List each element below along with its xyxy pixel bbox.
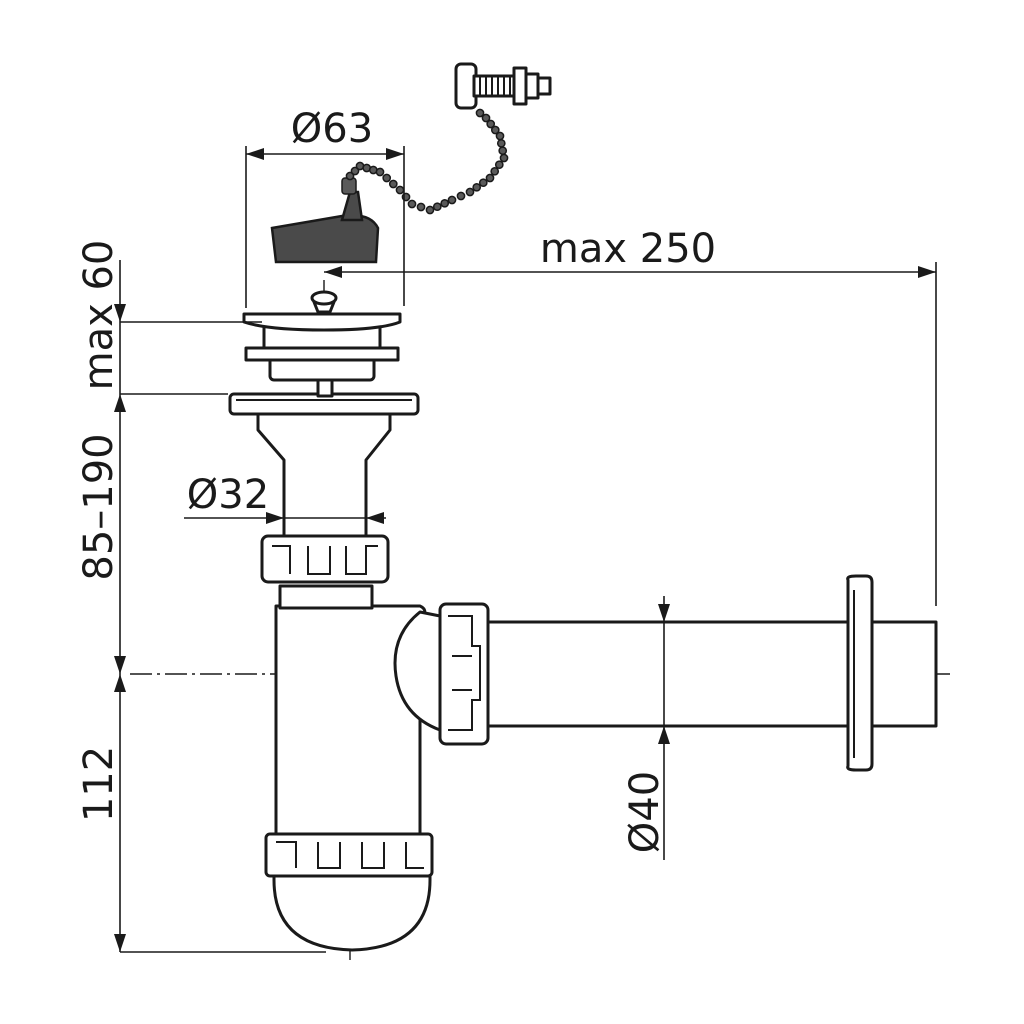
chain-bead bbox=[432, 202, 442, 212]
chain-bead bbox=[496, 138, 506, 148]
bottle-depth-label: 112 bbox=[76, 746, 122, 822]
inlet-tube bbox=[256, 412, 392, 584]
dimension-left-chain: max 60 85–190 112 bbox=[76, 240, 326, 953]
chain-bead bbox=[395, 185, 405, 195]
chain-bead bbox=[485, 173, 495, 183]
chain-bead bbox=[486, 119, 496, 129]
chain-bead bbox=[475, 108, 485, 118]
chain-bead bbox=[447, 195, 457, 205]
chain-bead bbox=[495, 131, 505, 141]
chain-bead bbox=[465, 187, 475, 197]
dimension-outlet-distance: max 250 bbox=[324, 226, 937, 606]
chain-bead bbox=[345, 171, 355, 181]
outlet-pipe bbox=[484, 574, 938, 772]
dimension-outlet-diameter: Ø40 bbox=[622, 596, 670, 860]
trap-bottle bbox=[264, 584, 442, 952]
sink-thickness-label: max 60 bbox=[76, 240, 122, 391]
chain-bead bbox=[490, 166, 500, 176]
outlet-distance-label: max 250 bbox=[540, 226, 716, 272]
chain-bead bbox=[494, 160, 504, 170]
outlet-diameter-label: Ø40 bbox=[622, 771, 668, 853]
chain-bead bbox=[456, 191, 466, 201]
chain-bead bbox=[498, 146, 508, 156]
chain-bead bbox=[382, 173, 392, 183]
inlet-diameter-label: Ø32 bbox=[187, 472, 269, 518]
chain-bead bbox=[481, 113, 491, 123]
inlet-height-label: 85–190 bbox=[76, 433, 122, 580]
chain-bead bbox=[407, 199, 417, 209]
chain-bead bbox=[416, 202, 426, 212]
chain-bead bbox=[472, 182, 482, 192]
chain-bead bbox=[499, 153, 509, 163]
stopper-plug bbox=[270, 177, 380, 264]
dimension-plug-diameter: Ø63 bbox=[245, 106, 405, 308]
chain-bead bbox=[490, 125, 500, 135]
chain-bead bbox=[375, 167, 385, 177]
plug-diameter-label: Ø63 bbox=[291, 106, 373, 152]
chain-bead bbox=[478, 178, 488, 188]
chain-hook bbox=[454, 62, 552, 110]
chain bbox=[345, 108, 509, 215]
chain-bead bbox=[425, 205, 435, 215]
chain-bead bbox=[350, 166, 360, 176]
center-lines bbox=[130, 280, 950, 960]
chain-bead bbox=[440, 198, 450, 208]
dimension-inlet-diameter: Ø32 bbox=[184, 472, 386, 524]
sink-flange bbox=[228, 290, 420, 416]
outlet-union-nut bbox=[438, 602, 490, 746]
chain-bead bbox=[388, 179, 398, 189]
